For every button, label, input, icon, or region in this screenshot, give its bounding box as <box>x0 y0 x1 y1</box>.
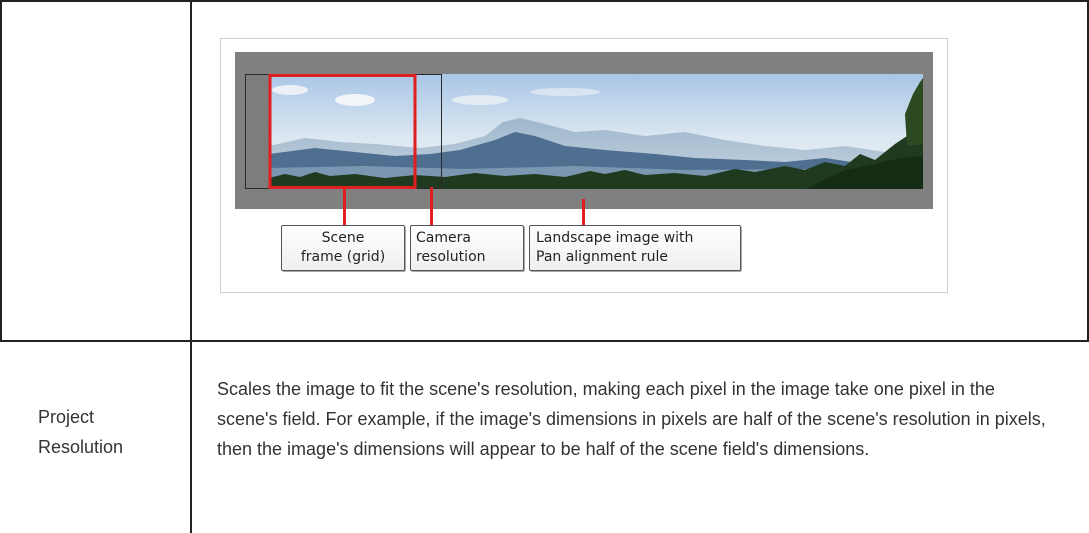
column-divider <box>190 0 192 533</box>
landscape-callout-line2: Pan alignment rule <box>536 249 669 265</box>
landscape-callout-line1: Landscape image with <box>536 230 694 246</box>
landscape-leader <box>582 199 585 225</box>
scene-frame-diagram: Scene frame (grid) Camera resolution Lan… <box>220 38 948 293</box>
camera-resolution-callout: Camera resolution <box>410 225 524 271</box>
gray-backdrop <box>235 52 933 209</box>
landscape-image <box>245 74 923 189</box>
table-border-right <box>1087 0 1089 342</box>
option-description: Scales the image to fit the scene's reso… <box>217 379 1046 459</box>
table-border-top <box>0 0 1089 2</box>
scene-frame-callout-line2: frame (grid) <box>300 249 386 265</box>
camera-resolution-callout-line2: resolution <box>416 249 486 265</box>
camera-resolution-leader <box>430 187 433 225</box>
scene-frame-callout: Scene frame (grid) <box>281 225 405 271</box>
table-border-left <box>0 0 2 342</box>
option-name-cell: Project Resolution <box>38 402 178 462</box>
option-name-line1: Project <box>38 407 95 427</box>
option-name-line2: Resolution <box>38 437 124 457</box>
camera-resolution-callout-line1: Camera <box>416 230 471 246</box>
landscape-callout: Landscape image with Pan alignment rule <box>529 225 741 271</box>
scene-frame-callout-line1: Scene <box>321 230 365 246</box>
row-divider <box>0 340 1089 342</box>
scene-frame-leader <box>343 187 346 225</box>
